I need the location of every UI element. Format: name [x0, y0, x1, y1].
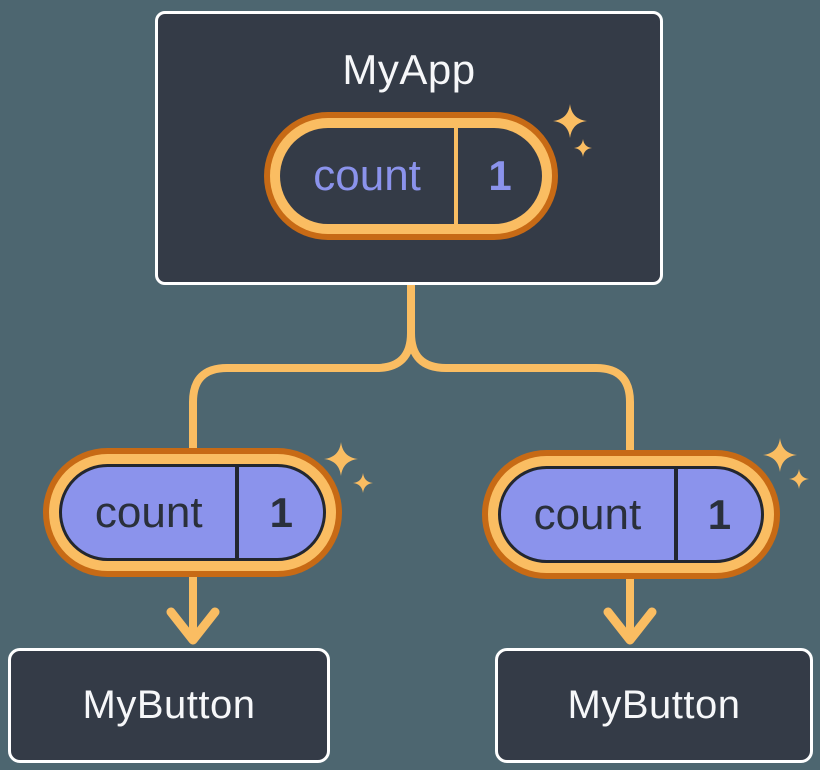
component-box-mybutton-right: MyButton [495, 648, 813, 763]
prop-pill-right: count 1 [482, 450, 780, 579]
prop-name: count [533, 489, 642, 539]
pill-core: count 1 [280, 128, 542, 224]
arrowhead-right-icon [603, 607, 657, 645]
pill-ring: count 1 [49, 454, 336, 571]
state-name: count [313, 151, 421, 200]
component-box-mybutton-left: MyButton [8, 648, 330, 763]
pill-core: count 1 [59, 464, 326, 561]
state-value: 1 [454, 128, 542, 224]
pill-ring: count 1 [270, 118, 552, 234]
pill-core: count 1 [498, 466, 764, 563]
prop-value: 1 [673, 469, 761, 560]
sparkle-icon [353, 473, 373, 493]
component-title: MyApp [342, 46, 476, 93]
component-title: MyButton [82, 683, 256, 727]
component-title: MyButton [567, 683, 741, 727]
prop-name: count [94, 487, 203, 537]
arrowhead-left-icon [166, 607, 220, 645]
state-pill-myapp: count 1 [264, 112, 558, 240]
pill-ring: count 1 [488, 456, 774, 573]
prop-value: 1 [235, 467, 323, 558]
sparkle-icon [324, 442, 358, 476]
sparkle-icon [789, 469, 809, 489]
prop-pill-left: count 1 [43, 448, 342, 577]
sparkle-icon [763, 438, 797, 472]
